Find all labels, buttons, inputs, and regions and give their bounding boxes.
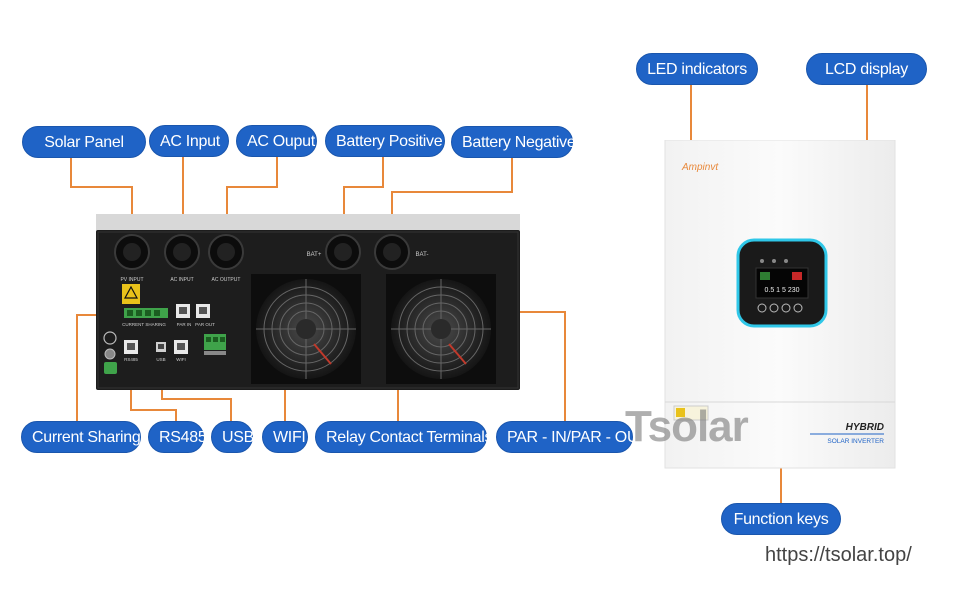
wifi-label: WIFI <box>176 357 186 362</box>
leader-usb <box>230 398 232 423</box>
bat-pos-gland <box>325 234 361 270</box>
leader-battery-positive <box>343 186 384 188</box>
leader-wifi <box>284 388 286 423</box>
hybrid-label: HYBRID <box>846 422 884 433</box>
current-sharing-terminals <box>124 308 168 318</box>
label-lcd-display: LCD display <box>806 53 927 85</box>
recycle-badge-icon <box>104 362 117 374</box>
function-key-1[interactable] <box>757 303 767 313</box>
pv-input-label: PV INPUT <box>120 277 143 283</box>
front-warning-sticker <box>673 405 709 421</box>
leader-battery-positive <box>382 157 384 187</box>
leader-par <box>564 311 566 423</box>
source-url: https://tsolar.top/ <box>765 544 912 566</box>
ac-output-label: AC OUTPUT <box>212 277 241 283</box>
relay-terminal-block <box>204 334 226 355</box>
solar-inverter-label: SOLAR INVERTER <box>827 438 884 445</box>
led-indicator-1 <box>760 259 764 263</box>
cooling-fan-right <box>386 274 496 384</box>
par-out-port <box>196 304 210 318</box>
usb-port <box>156 342 166 352</box>
leader-rs485 <box>130 409 176 411</box>
function-key-2[interactable] <box>769 303 779 313</box>
cooling-fan-left <box>251 274 361 384</box>
bat-pos-label: BAT+ <box>307 252 322 258</box>
label-battery-negative: Battery Negative <box>451 126 576 158</box>
leader-battery-negative <box>391 191 513 193</box>
leader-solar-panel <box>70 157 72 187</box>
bat-neg-label: BAT- <box>416 252 429 258</box>
leader-ac-input <box>182 157 184 247</box>
function-key-4[interactable] <box>793 303 803 313</box>
rs485-port <box>124 340 138 354</box>
ground-screw-icon <box>104 348 116 360</box>
label-rs485: RS485 <box>148 421 207 453</box>
label-function-keys: Function keys <box>721 503 841 535</box>
label-ac-output: AC Ouput <box>236 125 317 157</box>
function-key-3[interactable] <box>781 303 791 313</box>
control-panel: 0.5 1 5 230 <box>736 238 828 328</box>
label-par: PAR - IN/PAR - OUT <box>496 421 648 453</box>
par-out-label: PAR OUT <box>195 322 215 327</box>
leader-ac-output <box>276 157 278 187</box>
leader-rs485 <box>175 409 177 423</box>
bat-neg-gland <box>374 234 410 270</box>
label-usb: USB <box>211 421 254 453</box>
ac-input-label: AC INPUT <box>170 277 193 283</box>
leader-solar-panel <box>70 186 132 188</box>
usb-label: USB <box>156 357 165 362</box>
ac-output-gland <box>208 234 244 270</box>
led-indicator-2 <box>772 259 776 263</box>
current-sharing-label: CURRENT SHARING <box>122 322 166 327</box>
pv-input-gland <box>114 234 150 270</box>
label-solar-panel: Solar Panel <box>22 126 146 158</box>
warning-sticker <box>122 284 140 304</box>
leader-ac-output <box>226 186 278 188</box>
label-relay-contact: Relay Contact Terminals <box>315 421 493 453</box>
label-current-sharing: Current Sharing <box>21 421 141 453</box>
leader-current-sharing <box>76 314 78 423</box>
inverter-rear-panel: PV INPUT AC INPUT AC OUTPUT BAT+ BAT- CU… <box>96 214 520 390</box>
label-ac-input: AC Input <box>149 125 229 157</box>
label-battery-positive: Battery Positive <box>325 125 445 157</box>
wifi-port <box>174 340 188 354</box>
brand-logo: Ampinvt <box>681 162 719 173</box>
inverter-front: Ampinvt 0.5 1 5 230 HYBRID SOLAR INVERTE… <box>664 140 896 469</box>
label-wifi: WIFI <box>262 421 308 453</box>
watermark: Tsolar <box>625 402 749 451</box>
par-in-label: PAR IN <box>177 322 192 327</box>
ground-symbol-icon <box>103 331 117 345</box>
leader-usb <box>161 398 231 400</box>
rs485-label: RS485 <box>124 357 138 362</box>
leader-battery-negative <box>511 157 513 192</box>
par-in-port <box>176 304 190 318</box>
lcd-readout: 0.5 1 5 230 <box>764 287 799 294</box>
label-led-indicators: LED indicators <box>636 53 758 85</box>
led-indicator-3 <box>784 259 788 263</box>
ac-input-gland <box>164 234 200 270</box>
